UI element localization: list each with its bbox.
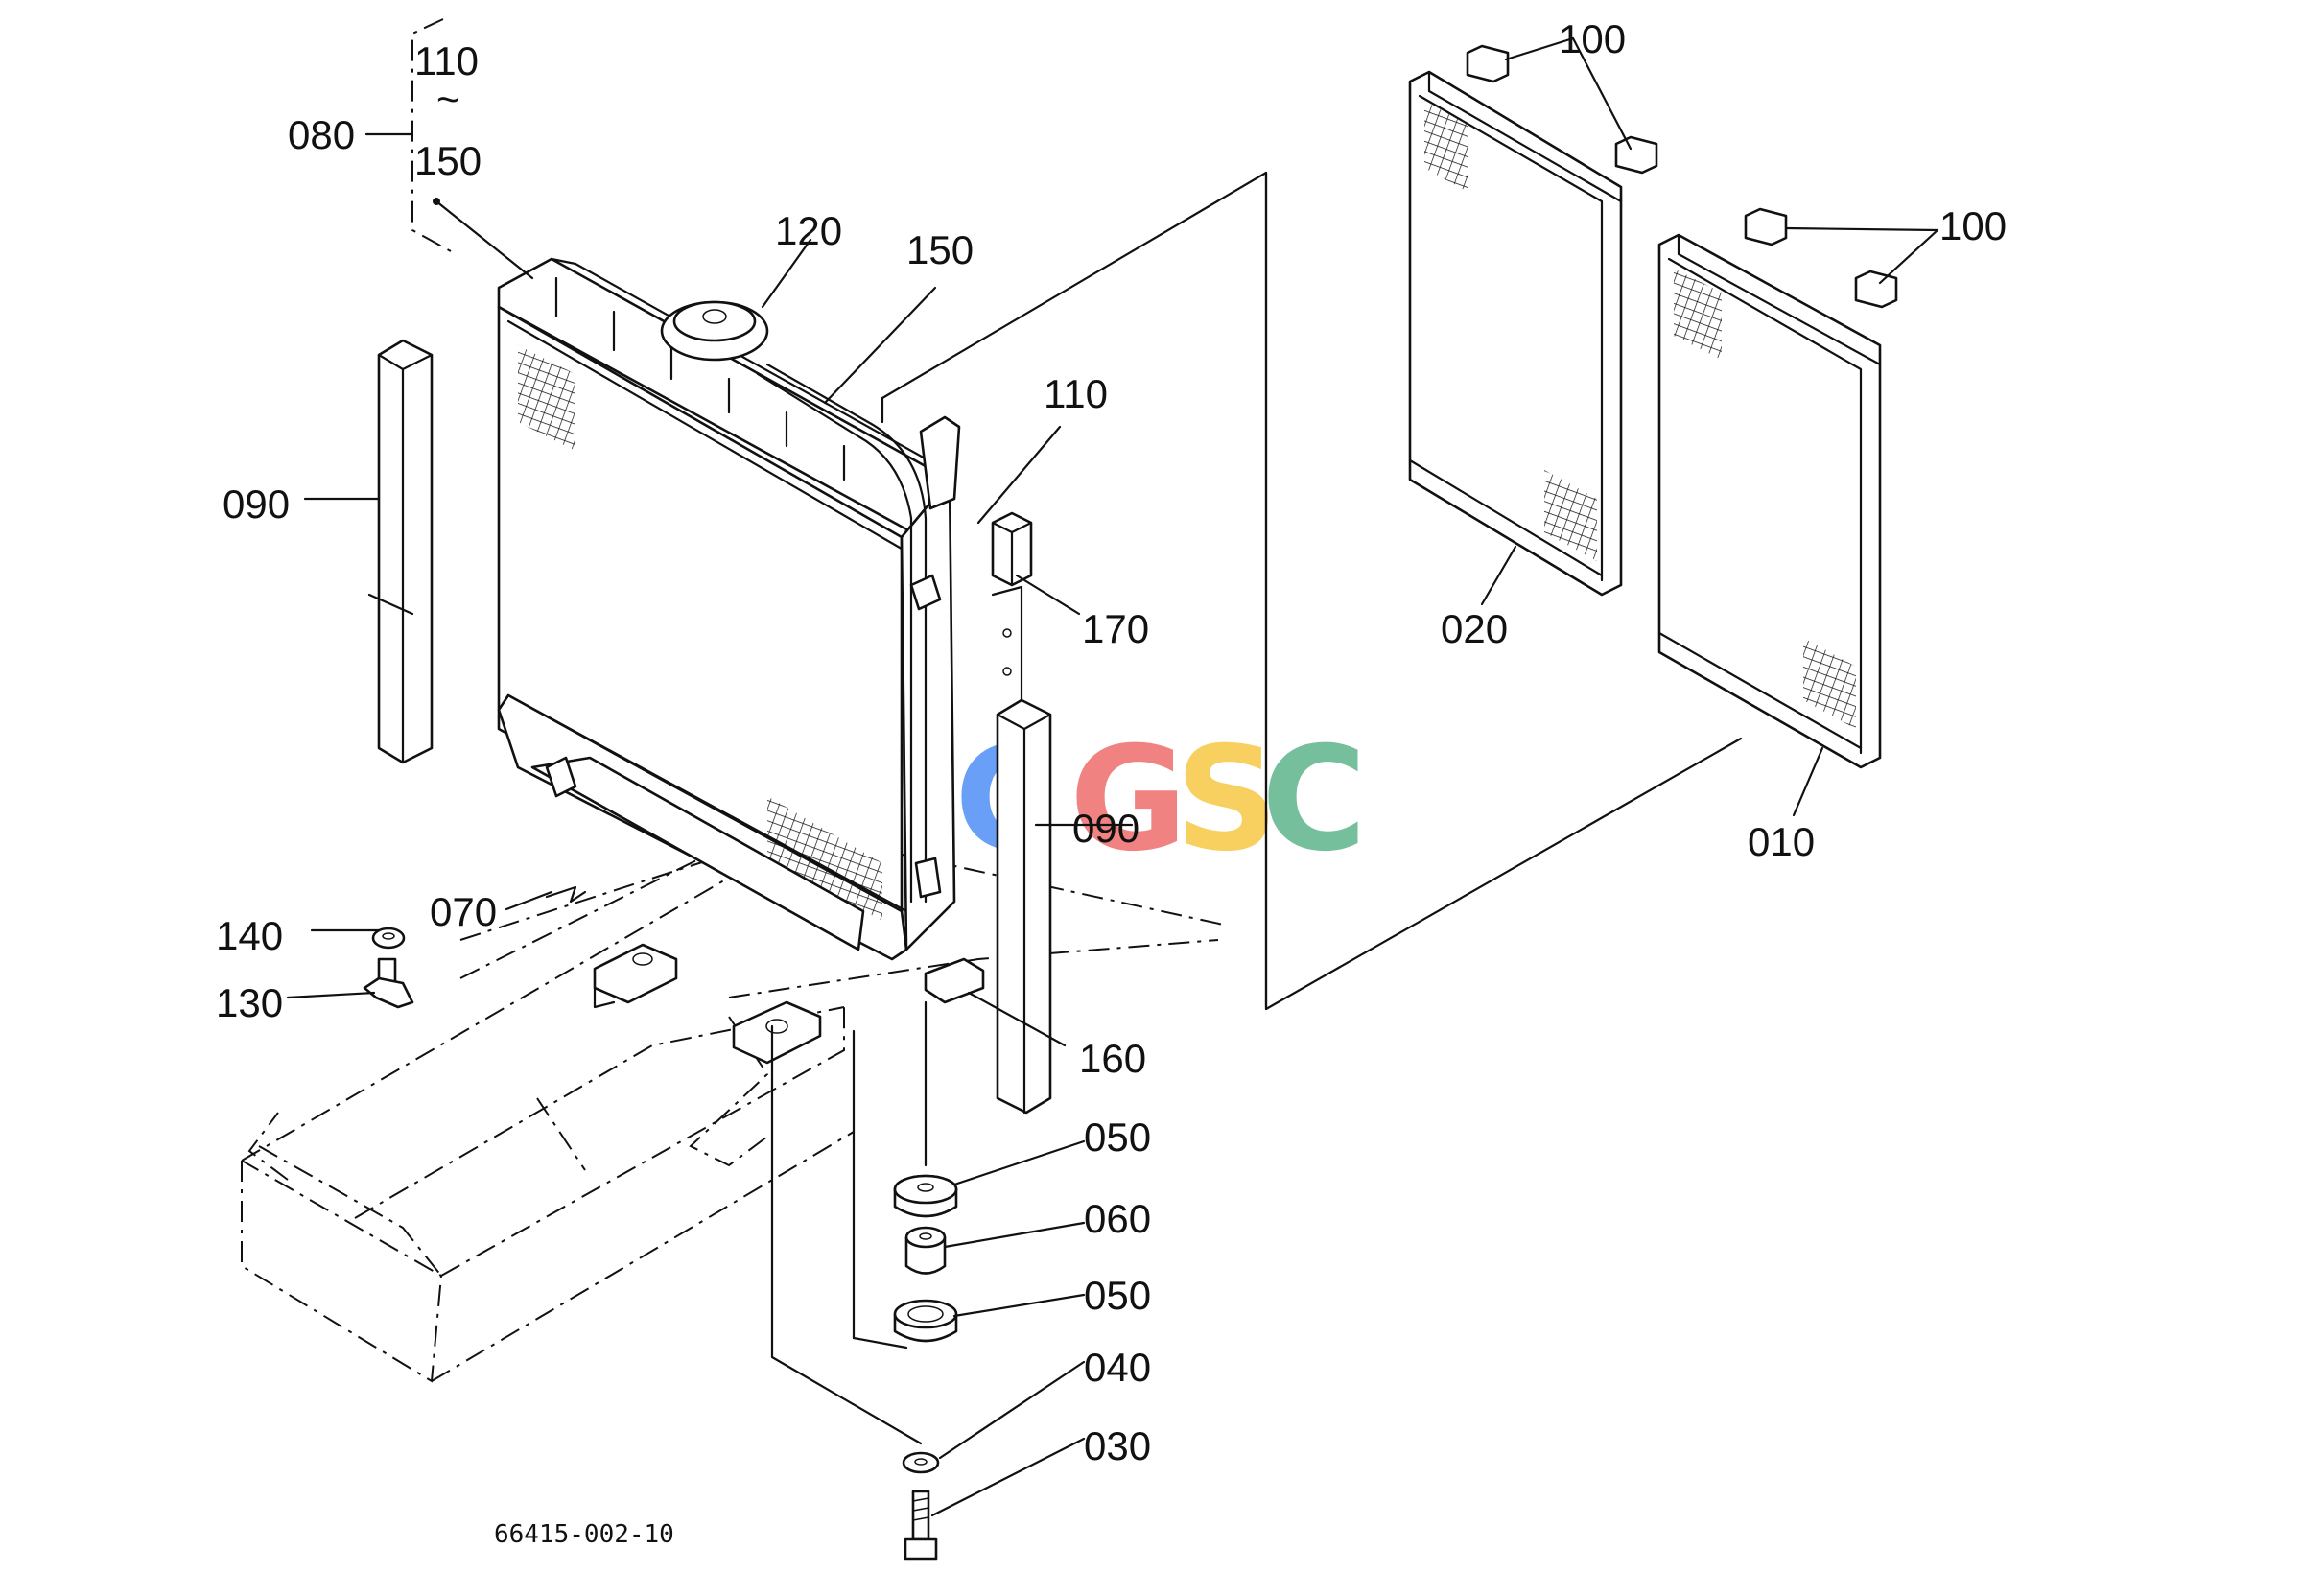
radiator xyxy=(497,257,961,961)
label-140: 140 xyxy=(216,913,283,958)
label-090-left: 090 xyxy=(223,481,290,527)
label-100-upper: 100 xyxy=(1559,16,1626,61)
label-080: 080 xyxy=(288,112,355,157)
label-100-lower: 100 xyxy=(1939,203,2007,248)
cushion-050-top xyxy=(893,1174,958,1218)
fan-shroud-outline xyxy=(881,171,1743,1011)
collar-060 xyxy=(904,1226,947,1275)
foam-strip-090-left xyxy=(377,339,434,764)
foam-strip-090-right xyxy=(996,698,1052,1115)
label-110-range-start: 110 xyxy=(414,38,479,83)
label-050-bottom: 050 xyxy=(1084,1273,1151,1318)
label-110: 110 xyxy=(1044,371,1108,416)
label-030: 030 xyxy=(1084,1423,1151,1468)
label-090-right: 090 xyxy=(1072,806,1139,851)
assembly-bracket xyxy=(364,18,452,252)
mount-stack xyxy=(770,1000,958,1561)
foam-pads-100-upper xyxy=(1466,44,1658,175)
washer-140 xyxy=(371,927,406,950)
mount-bracket-right xyxy=(732,1000,822,1065)
label-040: 040 xyxy=(1084,1345,1151,1390)
label-160: 160 xyxy=(1079,1036,1146,1081)
label-range-tilde: ~ xyxy=(436,77,460,122)
rubber-block-160 xyxy=(924,957,985,1004)
bolt-030 xyxy=(904,1490,938,1561)
label-150-range-end: 150 xyxy=(414,138,482,183)
watermark-letter-c2: C xyxy=(1261,716,1367,883)
label-070: 070 xyxy=(430,889,497,934)
label-010: 010 xyxy=(1748,819,1815,864)
label-020: 020 xyxy=(1441,606,1508,651)
watermark-letter-g: G xyxy=(1069,716,1187,883)
label-150: 150 xyxy=(906,227,974,272)
label-170: 170 xyxy=(1082,606,1149,651)
foam-pads-100-lower xyxy=(1744,207,1898,309)
drain-cock-130 xyxy=(363,957,414,1009)
label-130: 130 xyxy=(216,980,283,1025)
leader-lines xyxy=(286,36,1939,1517)
label-120: 120 xyxy=(775,208,842,253)
watermark-letter-s: S xyxy=(1175,716,1279,883)
mount-bracket-left xyxy=(593,943,678,1009)
screen-020 xyxy=(1408,70,1623,597)
drawing-number: 66415-002-10 xyxy=(494,1520,674,1549)
clip-070 xyxy=(545,885,587,904)
label-050-top: 050 xyxy=(1084,1115,1151,1160)
part-labels: 080 110 ~ 150 120 150 110 170 090 090 14… xyxy=(216,16,2007,1549)
seal-170 xyxy=(991,511,1033,731)
cushion-050-bottom xyxy=(893,1299,958,1343)
label-060: 060 xyxy=(1084,1196,1151,1241)
washer-040 xyxy=(902,1451,940,1474)
radiator-cap xyxy=(660,300,769,362)
screen-010 xyxy=(1657,233,1882,769)
